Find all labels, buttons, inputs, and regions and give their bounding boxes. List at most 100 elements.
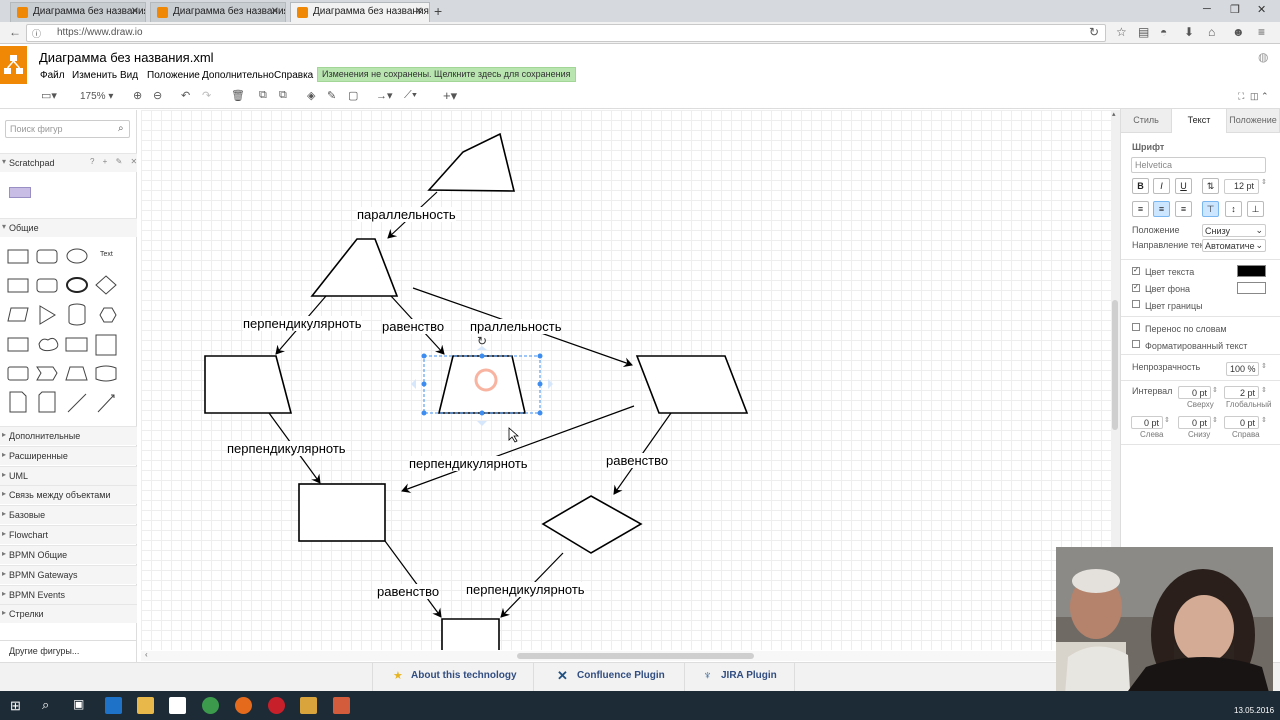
spacing-right-input[interactable]: 0 pt [1224, 416, 1259, 429]
label-parallelism-2[interactable]: праллельность [470, 319, 562, 334]
section-bpmn-general[interactable]: BPMN Общие [0, 545, 137, 564]
close-tab-icon[interactable]: ✕ [414, 6, 423, 17]
fill-color-icon[interactable]: ◈ [307, 90, 316, 102]
section-bpmn-gateways[interactable]: BPMN Gateways [0, 565, 137, 584]
download-icon[interactable]: ⬇ [1184, 25, 1195, 39]
recorder-icon[interactable] [268, 697, 285, 714]
label-equality-3[interactable]: равенство [377, 584, 440, 599]
selected-trapezoid-shape[interactable] [437, 355, 527, 414]
spacing-left-stepper-icon[interactable]: ⇕ [1164, 417, 1170, 424]
browser-tab-1[interactable]: Диаграмма без названия...✕ [10, 2, 146, 22]
spacing-left-input[interactable]: 0 pt [1131, 416, 1163, 429]
font-size-stepper-icon[interactable]: ⇕ [1261, 179, 1267, 186]
align-left-icon[interactable]: ≡ [1132, 201, 1149, 217]
insert-icon[interactable]: +▾ [443, 88, 458, 103]
label-perpendicularity-3[interactable]: перпендикулярноть [409, 456, 528, 471]
reload-icon[interactable]: ↻ [1089, 25, 1100, 39]
browser-tab-2[interactable]: Диаграмма без названия...✕ [150, 2, 286, 22]
store-icon[interactable] [169, 697, 186, 714]
menu-extras[interactable]: Дополнительно [202, 70, 274, 81]
bg-color-swatch[interactable] [1237, 282, 1266, 294]
bottom-square-shape[interactable] [441, 618, 500, 650]
left-parallelogram-shape[interactable] [204, 355, 293, 414]
menu-view[interactable]: Вид [120, 70, 139, 81]
horizontal-scroll-thumb[interactable] [517, 653, 754, 659]
line-color-icon[interactable]: ✎ [327, 90, 337, 102]
reading-list-icon[interactable]: ▤ [1138, 25, 1150, 39]
back-arrow-icon[interactable]: ← [9, 25, 21, 39]
menu-file[interactable]: Файл [40, 70, 65, 81]
bold-button[interactable]: B [1132, 178, 1149, 194]
opacity-stepper-icon[interactable]: ⇕ [1261, 363, 1267, 370]
vertical-scrollbar[interactable]: ▴ [1111, 110, 1120, 650]
info-icon[interactable]: ⓘ [32, 29, 42, 39]
close-tab-icon[interactable]: ✕ [130, 6, 139, 17]
label-equality-1[interactable]: равенство [382, 319, 445, 334]
align-right-icon[interactable]: ≡ [1175, 201, 1192, 217]
align-center-icon[interactable]: ≡ [1153, 201, 1170, 217]
align-top-icon[interactable]: ⊤ [1202, 201, 1219, 217]
italic-button[interactable]: I [1153, 178, 1170, 194]
diagram-canvas[interactable]: параллельность перпендикулярноть равенст… [141, 110, 1111, 650]
text-color-swatch[interactable] [1237, 265, 1266, 277]
section-entity-relation[interactable]: Связь между объектами [0, 485, 137, 504]
spacing-right-stepper-icon[interactable]: ⇕ [1261, 417, 1267, 424]
trapezoid-shape[interactable] [310, 238, 399, 297]
connection-icon[interactable]: →▾ [376, 90, 393, 102]
close-tab-icon[interactable]: ✕ [270, 6, 279, 17]
border-color-checkbox[interactable] [1132, 300, 1140, 308]
jira-plugin-link[interactable]: JIRA Plugin [721, 670, 777, 681]
spacing-global-stepper-icon[interactable]: ⇕ [1261, 387, 1267, 394]
zoom-in-icon[interactable]: ⊕ [133, 90, 143, 102]
tab-text[interactable]: Текст [1172, 109, 1227, 133]
section-uml[interactable]: UML [0, 466, 137, 485]
direction-select[interactable]: Автоматическ⌄ [1202, 239, 1266, 252]
unsaved-changes-banner[interactable]: Изменения не сохранены. Щелкните здесь д… [317, 67, 576, 82]
rhombus-shape[interactable] [541, 495, 643, 554]
split-icon[interactable]: ◫ [1250, 91, 1259, 101]
word-wrap-checkbox[interactable] [1132, 323, 1140, 331]
zoom-select[interactable]: 175% ▾ [80, 91, 114, 102]
font-family-input[interactable]: Helvetica [1131, 157, 1266, 173]
spacing-global-input[interactable]: 2 pt [1224, 386, 1259, 399]
section-arrows[interactable]: Стрелки [0, 604, 137, 623]
menu-help[interactable]: Справка [274, 70, 314, 81]
search-icon[interactable]: ⌕ [118, 123, 124, 134]
section-scratchpad[interactable]: Scratchpad [0, 153, 137, 172]
delete-icon[interactable]: 🗑 [231, 90, 245, 102]
align-bottom-icon[interactable]: ⊥ [1247, 201, 1264, 217]
selection-handles[interactable] [411, 346, 553, 426]
spacing-top-input[interactable]: 0 pt [1178, 386, 1211, 399]
section-basic[interactable]: Базовые [0, 505, 137, 524]
collapse-icon[interactable]: ⌃ [1261, 91, 1269, 101]
spacing-bottom-stepper-icon[interactable]: ⇕ [1212, 417, 1218, 424]
vertical-text-icon[interactable]: ⇅ [1202, 178, 1219, 194]
firefox-icon[interactable] [235, 697, 252, 714]
format-panel-toggle-icon[interactable]: ▭▾ [41, 90, 57, 102]
horizontal-scrollbar[interactable]: ‹ [141, 650, 1111, 661]
to-back-icon[interactable]: ⧉ [279, 89, 287, 101]
task-view-icon[interactable]: ▣ [73, 697, 85, 711]
search-shapes-input[interactable]: Поиск фигур [5, 120, 130, 138]
rotate-handle-icon[interactable]: ↻ [477, 334, 488, 348]
scratchpad-tools-icon[interactable]: ? + ✎ ✕ [90, 157, 141, 166]
drawio-app-icon[interactable] [333, 697, 350, 714]
edge-8[interactable] [384, 540, 442, 618]
formatted-text-checkbox[interactable] [1132, 340, 1140, 348]
fullscreen-icon[interactable]: ⛶ [1238, 91, 1245, 101]
label-perpendicularity-2[interactable]: перпендикулярноть [227, 441, 346, 456]
section-misc[interactable]: Дополнительные [0, 426, 137, 445]
section-general[interactable]: Общие [0, 218, 137, 237]
taskbar-search-icon[interactable]: ⌕ [42, 697, 50, 712]
more-shapes-button[interactable]: Другие фигуры... [0, 640, 137, 661]
section-bpmn-events[interactable]: BPMN Events [0, 585, 137, 604]
chat-icon[interactable]: ☻ [1232, 25, 1245, 39]
windows-start-icon[interactable]: ⊞ [10, 698, 21, 713]
globe-icon[interactable]: ◍ [1258, 50, 1269, 64]
pocket-icon[interactable]: ◓ [1160, 25, 1168, 39]
scroll-left-icon[interactable]: ‹ [145, 650, 148, 659]
home-icon[interactable]: ⌂ [1208, 25, 1216, 39]
general-shapes-palette[interactable] [0, 240, 137, 420]
redo-icon[interactable]: ↷ [202, 90, 212, 102]
menu-arrange[interactable]: Положение [147, 70, 200, 81]
